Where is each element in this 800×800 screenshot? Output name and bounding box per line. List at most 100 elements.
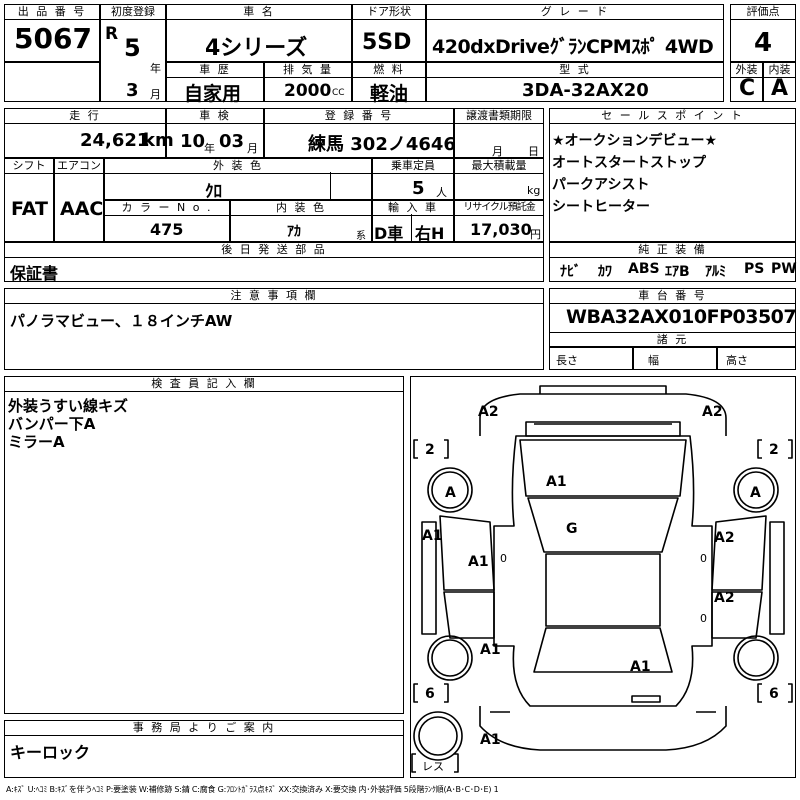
spec-label: 諸 元: [549, 332, 796, 348]
recycle-label: リサイクル預託金: [454, 200, 544, 216]
damage-diagram-box: [410, 376, 796, 778]
chassis-label: 車 台 番 号: [549, 288, 796, 304]
lot-number-label: 出 品 番 号: [4, 4, 100, 20]
lot-blank-box: [4, 62, 100, 102]
model-label: 型 式: [426, 62, 724, 78]
grade: 420dxDriveｸﾞﾗﾝCPMｽﾎﾟ 4WD: [432, 36, 714, 58]
steering-side: 右H: [415, 224, 445, 243]
spec-width-cell: [633, 346, 717, 370]
exterior-color-label: 外 装 色: [104, 158, 372, 174]
front-bumper: [479, 393, 727, 436]
legend: A:ｷｽﾞ U:ﾍｺﾐ B:ｷｽﾞを伴うﾍｺﾐ P:要塗装 W:補修跡 S:錆 …: [6, 785, 499, 794]
max-load-label: 最大積載量: [454, 158, 544, 174]
ac: AAC: [60, 198, 104, 220]
sales-point: オートスタートストップ: [552, 155, 706, 171]
first-registration-label: 初度登録: [100, 4, 166, 20]
lot-number: 5067: [14, 22, 92, 55]
office-label: 事 務 局 よ り ご 案 内: [4, 720, 404, 736]
import-label: 輸 入 車: [372, 200, 454, 216]
office-text: キーロック: [10, 743, 91, 762]
inspector-label: 検 査 員 記 入 欄: [4, 376, 404, 392]
equipment-item: ｴｱB: [665, 264, 690, 280]
equipment-item: PW: [771, 261, 797, 277]
damage-mark: A1: [480, 642, 501, 658]
score-label: 評価点: [730, 4, 796, 20]
era: R: [105, 24, 119, 44]
year-unit: 年: [150, 62, 161, 75]
windshield: [527, 497, 679, 553]
notes-text: パノラマビュー、１８インチAW: [10, 312, 233, 330]
registration-number: 練馬 302ノ4646: [308, 134, 456, 155]
color-number-label: カ ラ ー N o .: [104, 200, 230, 216]
exterior-label: 外装: [730, 62, 763, 78]
import-type: D車: [374, 224, 404, 243]
mileage: 24,621: [80, 130, 150, 151]
sales-point: ★オークションデビュー★: [552, 133, 718, 149]
damage-mark: A2: [714, 530, 735, 546]
door-label: ドア形状: [352, 4, 426, 20]
equipment-label: 純 正 装 備: [549, 242, 796, 258]
damage-mark: A1: [630, 659, 651, 675]
grade-label: グ レ ー ド: [426, 4, 724, 20]
transfer-deadline-label: 譲渡書類期限: [454, 108, 544, 124]
displacement: 2000: [284, 81, 332, 101]
spec-width-label: 幅: [648, 354, 659, 367]
spec-height-cell: [717, 346, 796, 370]
later-parts: 保証書: [10, 264, 59, 283]
inspector-line: バンパー下A: [8, 415, 96, 433]
inspection-year-unit: 年: [204, 142, 215, 155]
exterior-color-divider: [330, 172, 372, 200]
interior-color-unit: 系: [356, 231, 366, 242]
exterior-grade: C: [739, 76, 756, 101]
inspection-month-unit: 月: [247, 142, 258, 155]
spec-length-cell: [549, 346, 633, 370]
score: 4: [754, 28, 773, 58]
damage-mark: A: [750, 485, 761, 501]
car-name: 4シリーズ: [205, 36, 308, 61]
max-load-unit: kg: [527, 184, 541, 197]
damage-mark: A2: [714, 590, 735, 606]
tyre-tread-rr: 6: [769, 686, 779, 702]
equipment-item: ｶﾜ: [598, 264, 612, 280]
rear-glass: [533, 627, 673, 673]
capacity-label: 乗車定員: [372, 158, 454, 174]
registration-number-label: 登 録 番 号: [264, 108, 454, 124]
inspection-label: 車 検: [166, 108, 264, 124]
inspection-month: 03: [219, 131, 245, 152]
car-diagram: A2 A2 A A A1 G A1 A2 A1 A2 A1 A1 A1 2 2 …: [411, 385, 793, 773]
shift-label: シフト: [4, 158, 54, 174]
body-outline: [493, 435, 713, 707]
recycle-unit: 円: [530, 228, 541, 241]
tyre-tread-fl: 2: [425, 442, 435, 458]
exterior-color: ｸﾛ: [205, 182, 222, 202]
history: 自家用: [184, 83, 242, 105]
inspector-line: 外装うすい線キズ: [8, 397, 129, 415]
transfer-day: 日: [528, 145, 539, 158]
equipment-item: PS: [744, 261, 765, 277]
damage-mark: A1: [422, 528, 443, 544]
capacity: 5: [412, 178, 425, 199]
registration-year: 5: [124, 34, 141, 62]
model: 3DA-32AX20: [522, 80, 649, 101]
door-type: 5SD: [362, 30, 412, 55]
equipment-item: ﾅﾋﾞ: [560, 264, 581, 280]
registration-month: 3: [126, 80, 139, 101]
notes-label: 注 意 事 項 欄: [4, 288, 544, 304]
rear-left-door: [443, 591, 495, 639]
car-name-label: 車 名: [166, 4, 352, 20]
history-label: 車 歴: [166, 62, 264, 78]
fuel-label: 燃 料: [352, 62, 426, 78]
color-number: 475: [150, 220, 184, 239]
front-right-tyre: [733, 467, 779, 513]
import-divider: [411, 214, 412, 242]
front-right-door: [711, 515, 767, 591]
damage-mark: A1: [468, 554, 489, 570]
interior-color: ｱｶ: [287, 224, 301, 240]
displacement-label: 排 気 量: [264, 62, 352, 78]
interior-grade: A: [771, 76, 789, 101]
tyre-tread-rl: 6: [425, 686, 435, 702]
zero-mark: 0: [500, 552, 507, 565]
damage-mark: A: [445, 485, 456, 501]
sales-point: パークアシスト: [552, 177, 650, 193]
spec-length-label: 長さ: [556, 354, 578, 367]
